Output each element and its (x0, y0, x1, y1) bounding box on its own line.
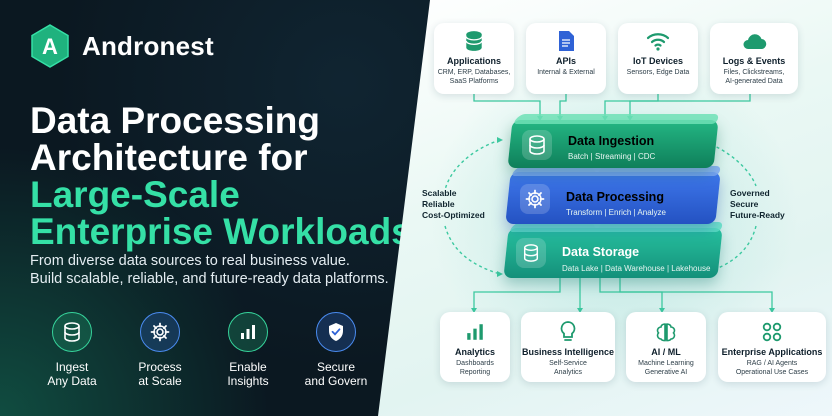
bar-chart-icon (228, 312, 268, 352)
title-line-3: Large-Scale (30, 174, 240, 215)
source-card-apis[interactable]: APIs Internal & External (526, 23, 606, 94)
logo-hexagon-icon: A (30, 24, 70, 68)
card-subtitle: Internal & External (537, 69, 595, 76)
cloud-icon (741, 29, 767, 53)
card-title: APIs (555, 56, 576, 66)
layer-ingestion-top (513, 114, 721, 124)
layer-name: Data Ingestion (568, 134, 655, 148)
subtitle-line-1: From diverse data sources to real busine… (30, 253, 350, 269)
layer-name: Data Processing (566, 190, 664, 204)
title-line-2: Architecture for (30, 137, 308, 178)
shield-check-icon (316, 312, 356, 352)
left-qualities: Scalable Reliable Cost-Optimized (422, 188, 485, 220)
title-line-1: Data Processing (30, 100, 320, 141)
card-title: Business Intelligence (521, 347, 615, 357)
title-line-4: Enterprise Workloads (30, 211, 412, 252)
source-card-applications[interactable]: Applications CRM, ERP, Databases,SaaS Pl… (434, 23, 514, 94)
brand-logo[interactable]: A Andronest (30, 24, 214, 68)
card-title: Applications (446, 56, 501, 66)
document-icon (557, 29, 575, 53)
source-card-logs[interactable]: Logs & Events Files, Clickstreams,AI-gen… (710, 23, 798, 94)
right-qualities: Governed Secure Future-Ready (730, 188, 785, 220)
gear-icon (520, 184, 550, 214)
card-title: Logs & Events (722, 56, 786, 66)
source-card-iot[interactable]: IoT Devices Sensors, Edge Data (618, 23, 698, 94)
subtitle: From diverse data sources to real busine… (30, 252, 430, 288)
layer-subtitle: Data Lake | Data Warehouse | Lakehouse (562, 264, 711, 273)
wifi-icon (646, 29, 670, 53)
card-subtitle: Files, Clickstreams,AI-generated Data (723, 69, 785, 85)
card-subtitle: Sensors, Edge Data (626, 69, 690, 76)
layer-name: Data Storage (562, 245, 640, 259)
card-title: Analytics (454, 347, 496, 357)
gear-icon (140, 312, 180, 352)
card-title: AI / ML (651, 347, 681, 357)
card-subtitle: CRM, ERP, Databases,SaaS Platforms (437, 69, 511, 85)
database-icon (464, 29, 484, 53)
grid-icon (762, 320, 782, 344)
storage-icon (516, 238, 546, 268)
layer-subtitle: Batch | Streaming | CDC (568, 152, 656, 161)
brain-icon (655, 320, 677, 344)
card-title: Enterprise Applications (721, 347, 823, 357)
database-icon (52, 312, 92, 352)
database-icon (522, 130, 552, 160)
bar-chart-icon (465, 320, 485, 344)
lightbulb-icon (560, 320, 576, 344)
brand-name: Andronest (82, 30, 214, 61)
page-title: Data Processing Architecture for Large-S… (30, 102, 430, 250)
card-title: IoT Devices (632, 56, 684, 66)
subtitle-line-2: Build scalable, reliable, and future-rea… (30, 271, 389, 287)
layer-subtitle: Transform | Enrich | Analyze (566, 208, 666, 217)
logo-letter: A (42, 34, 58, 59)
